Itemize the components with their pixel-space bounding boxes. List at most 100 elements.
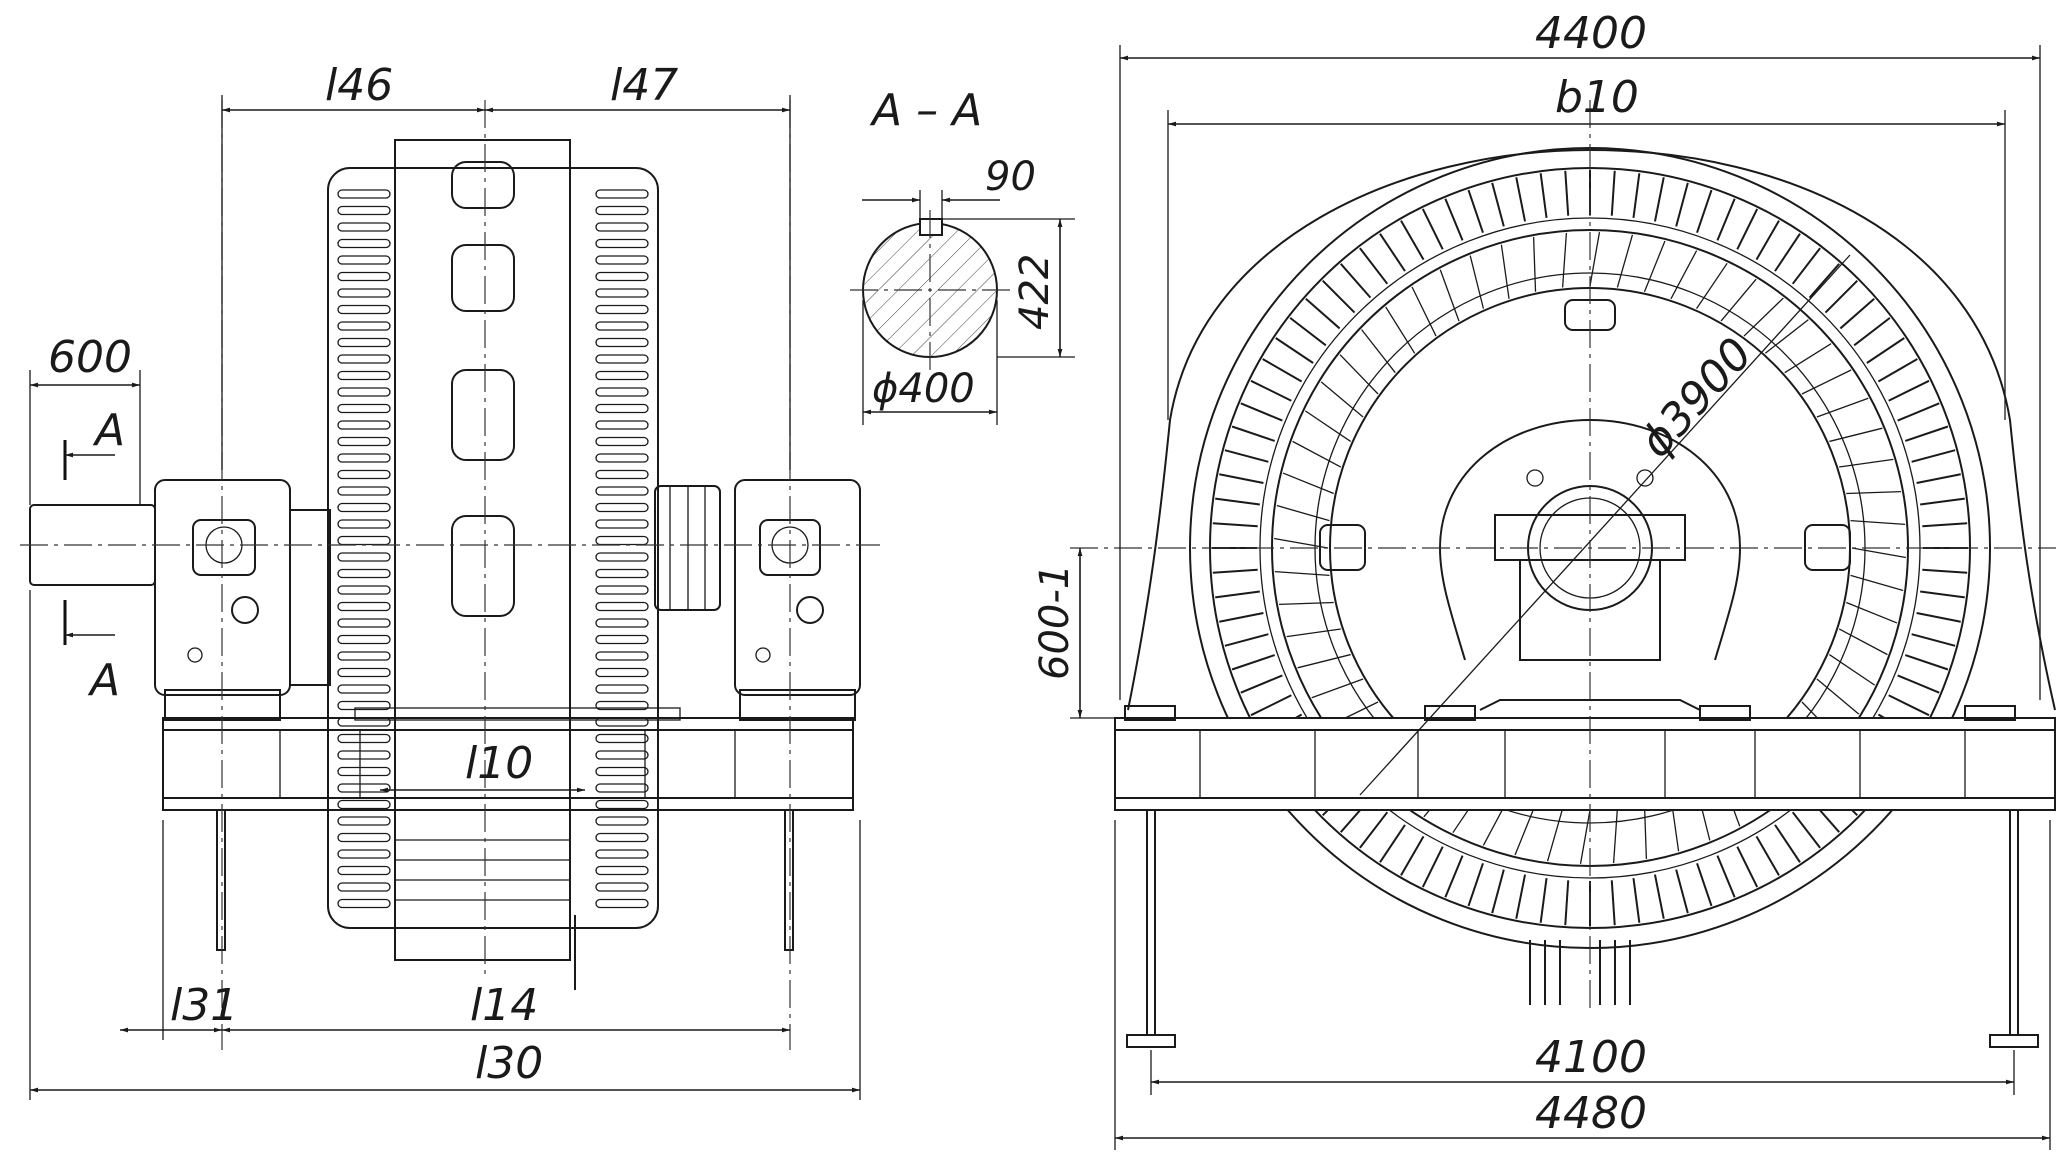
cooling-fin (337, 651, 391, 661)
stator-slot (1262, 358, 1303, 383)
stator-slot (1215, 497, 1260, 506)
rotor-pole (1276, 504, 1330, 522)
stator-slot (1359, 247, 1389, 285)
cooling-fin (337, 568, 391, 579)
cooling-fin (595, 535, 649, 546)
stator-slot (1866, 337, 1905, 364)
cooling-fin (595, 403, 649, 414)
rotor-pole (1838, 628, 1888, 656)
side-view: A A l46 l47 600 l10 l31 l14 (20, 60, 880, 1100)
rotor-pole (1816, 397, 1869, 418)
stator-slot (1610, 880, 1616, 926)
cooling-fin (337, 816, 391, 826)
cooling-fin (595, 865, 649, 876)
dim-4400: 4400 (1535, 8, 1647, 59)
cooling-fin (595, 502, 649, 513)
stator-slot (1755, 220, 1780, 261)
cooling-fin (595, 387, 649, 397)
front-base-frame (1114, 705, 2056, 811)
section-mark-bottom: A (87, 655, 120, 706)
stator-slot (1564, 880, 1570, 926)
rotor-pole (1286, 628, 1341, 638)
stator-slot (1379, 824, 1406, 863)
stator-slot (1905, 654, 1949, 671)
stator-slot (1421, 846, 1444, 888)
cooling-fin (595, 717, 649, 727)
cooling-fin (337, 337, 391, 348)
cooling-fin (595, 354, 649, 364)
stator-slot (1632, 878, 1641, 923)
cooling-fin (337, 288, 391, 298)
rotor-pole (1846, 601, 1898, 624)
cooling-fin (595, 568, 649, 579)
rotor-pole (1850, 574, 1904, 592)
stator-slot (1322, 280, 1356, 314)
cooling-fin (337, 832, 391, 843)
stator-slot (1224, 449, 1269, 463)
rotor-pole (1279, 601, 1334, 606)
rotor-pole (1801, 369, 1852, 395)
rotor-pole (1274, 570, 1330, 577)
stator-slot (1240, 674, 1283, 694)
stator-slot (1467, 863, 1484, 907)
stator-slot (1444, 198, 1464, 241)
stator-slot (1539, 878, 1548, 923)
cooling-fin (337, 585, 391, 595)
rotor-pole (1743, 297, 1784, 337)
stator-slot (1716, 198, 1736, 241)
cooling-fin (595, 882, 649, 892)
rotor-pole (1311, 678, 1364, 699)
stator-slot (1653, 177, 1665, 222)
rotor-pole (1546, 808, 1564, 862)
cooling-fin (595, 205, 649, 216)
cooling-fin (337, 865, 391, 876)
cooling-fin (595, 238, 649, 249)
rotor-pole (1829, 427, 1883, 443)
cooling-fin (337, 882, 391, 892)
rotor-pole (1589, 232, 1601, 287)
stator-slot (1916, 611, 1961, 623)
rotor-pole (1720, 278, 1757, 322)
cooling-fin (595, 189, 649, 199)
stator-slot (1888, 694, 1930, 717)
cooling-fin (337, 420, 391, 430)
stator-slot (1716, 855, 1736, 898)
cooling-fin (337, 222, 391, 232)
stator-slot (1791, 811, 1821, 849)
stator-slot (1491, 182, 1505, 227)
rotor-pole (1304, 410, 1352, 442)
cooling-fin (595, 436, 649, 447)
cooling-fin (337, 255, 391, 265)
rotor-pole (1846, 490, 1901, 495)
cooling-fin (337, 717, 391, 727)
dim-key-width: 90 (985, 154, 1036, 200)
section-view: A – A 90 422 ϕ400 (850, 85, 1075, 425)
stator-slot (1897, 674, 1940, 694)
rotor-pole (1839, 458, 1894, 468)
stator-slot (1853, 317, 1891, 347)
stator-slot (1911, 449, 1956, 463)
dim-axis-height: 600-1 (1032, 564, 1078, 680)
section-mark-top: A (92, 405, 125, 456)
stator-slot (1610, 170, 1616, 216)
section-title: A – A (869, 85, 982, 136)
cooling-fin (595, 304, 649, 315)
rotor-pole (1784, 343, 1832, 374)
cooling-fin (595, 420, 649, 430)
stator-slot (1808, 263, 1840, 299)
cooling-fin (595, 255, 649, 265)
stator-slot (1340, 263, 1372, 299)
dim-b10: b10 (1555, 72, 1639, 123)
rotor-pole (1643, 804, 1648, 859)
stator-slot (1219, 611, 1264, 623)
cooling-fin (595, 486, 649, 496)
stator-slot (1774, 233, 1801, 272)
cooling-fin (595, 898, 649, 909)
cooling-fin (337, 552, 391, 562)
cooling-fin (337, 436, 391, 447)
stator-slot (1696, 863, 1713, 907)
dim-depth: 422 (1012, 254, 1058, 330)
dim-4100: 4100 (1535, 1032, 1647, 1083)
stator-slot (1877, 358, 1918, 383)
cooling-fin (337, 271, 391, 282)
